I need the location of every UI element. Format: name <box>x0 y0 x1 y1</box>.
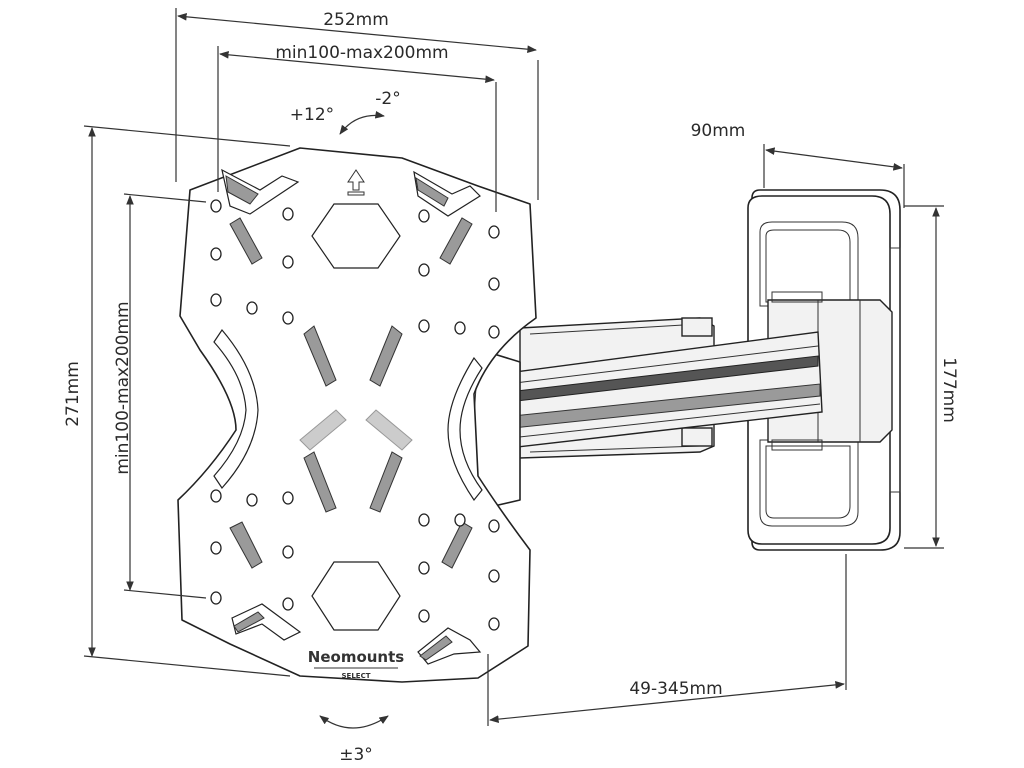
dim-depth: 90mm <box>691 121 905 208</box>
brand-sub: SELECT <box>342 672 371 680</box>
dim-vesa-horizontal-label: min100-max200mm <box>275 43 448 63</box>
tilt-up-label: +12° <box>290 105 334 125</box>
dim-vesa-vertical: min100-max200mm <box>113 193 207 599</box>
tilt-indicator: +12° -2° <box>290 89 401 135</box>
mount-holes <box>210 199 500 631</box>
rotation-indicator: ±3° <box>319 715 389 765</box>
brand-name: Neomounts <box>308 648 404 666</box>
dim-overall-height: 271mm <box>63 125 291 677</box>
dim-vesa-vertical-label: min100-max200mm <box>113 301 133 474</box>
vesa-plate: Neomounts SELECT <box>177 147 537 683</box>
rotation-label: ±3° <box>339 745 373 765</box>
dim-extension-label: 49-345mm <box>629 679 722 699</box>
dim-overall-height-label: 271mm <box>63 361 83 427</box>
arm-rail <box>469 331 823 453</box>
dim-overall-width-label: 252mm <box>323 10 389 30</box>
dim-extension: 49-345mm <box>487 554 847 726</box>
dim-overall-width: 252mm <box>175 8 539 200</box>
dim-depth-label: 90mm <box>691 121 746 141</box>
dim-vesa-horizontal: min100-max200mm <box>217 43 497 212</box>
brand-logo: Neomounts SELECT <box>308 648 404 680</box>
tilt-down-label: -2° <box>375 89 400 109</box>
dim-wall-plate-height-label: 177mm <box>939 357 959 423</box>
dim-wall-plate-height: 177mm <box>904 205 959 549</box>
